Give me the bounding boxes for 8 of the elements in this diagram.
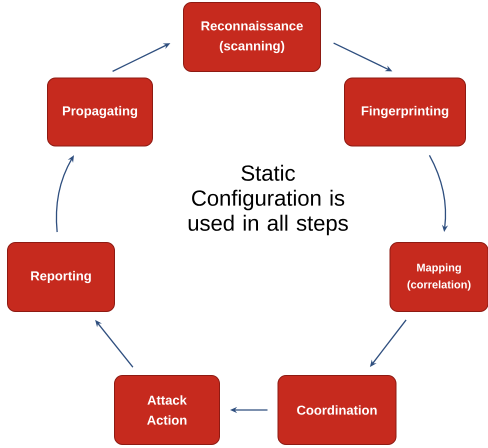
center-note: Static Configuration is used in all steps	[188, 164, 348, 236]
process-box: Reporting	[7, 242, 115, 312]
process-box: Fingerprinting	[344, 78, 466, 146]
process-box: Coordination	[278, 375, 396, 445]
process-box: Propagating	[47, 78, 153, 146]
process-box: Mapping (correlation)	[390, 242, 488, 312]
process-box: Attack Action	[114, 375, 220, 445]
process-box: Reconnaissance (scanning)	[183, 2, 321, 72]
